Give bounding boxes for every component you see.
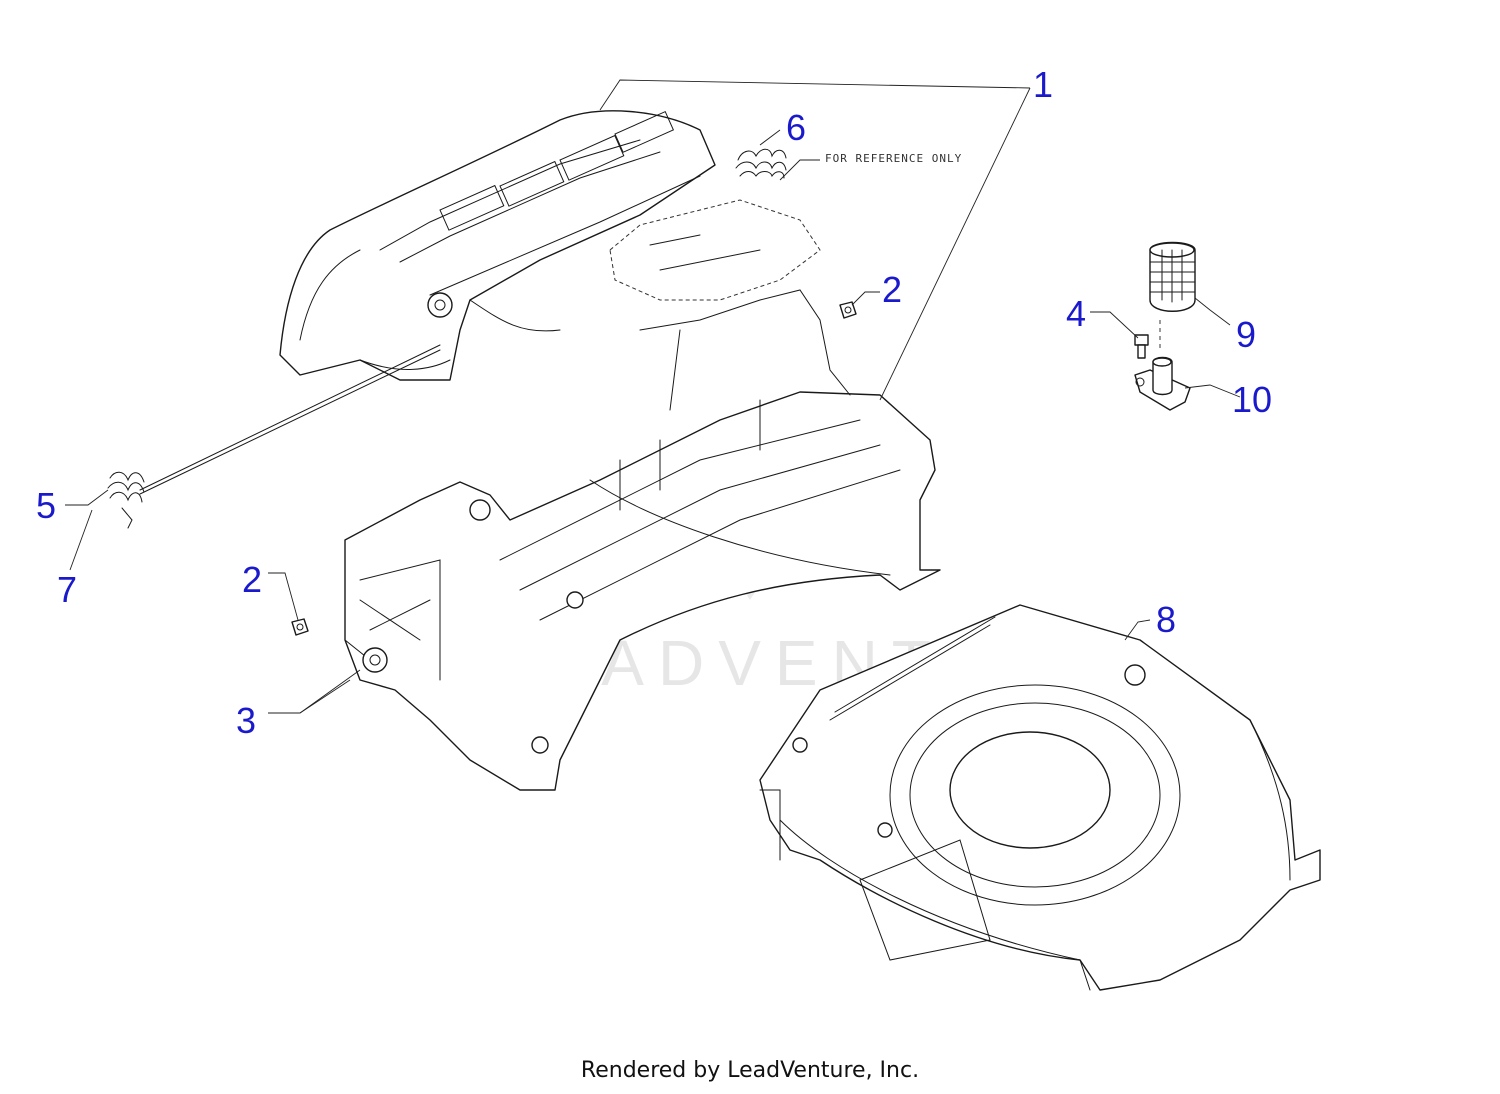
callout-4: 4: [1066, 293, 1086, 334]
part-fitting: [1134, 356, 1191, 411]
reference-outline: [609, 199, 821, 301]
callout-6: 6: [786, 107, 806, 148]
part-cap: [1149, 241, 1196, 350]
part-nut-upper: [839, 301, 857, 319]
callout-5: 5: [36, 485, 56, 526]
callouts: 1 6 2 4 9 10 5 7 2 8 3: [36, 64, 1272, 741]
callout-3: 3: [236, 700, 256, 741]
part-rod-and-spring: [107, 344, 441, 529]
part-spring-upper: [735, 148, 787, 179]
reference-note: FOR REFERENCE ONLY: [825, 152, 962, 165]
callout-9: 9: [1236, 314, 1256, 355]
footer-credit: Rendered by LeadVenture, Inc.: [580, 1058, 920, 1083]
part-screw: [1134, 334, 1149, 359]
leader-lines: [65, 79, 1241, 714]
callout-10: 10: [1232, 379, 1272, 420]
callout-7: 7: [57, 569, 77, 610]
part-main-frame: [344, 289, 941, 791]
callout-1: 1: [1033, 64, 1053, 105]
part-rear-cover-top: [279, 110, 716, 381]
part-deck: [759, 604, 1321, 991]
callout-2-lower: 2: [242, 559, 262, 600]
callout-8: 8: [1156, 599, 1176, 640]
callout-2-upper: 2: [882, 269, 902, 310]
part-nut-lower: [291, 618, 309, 636]
